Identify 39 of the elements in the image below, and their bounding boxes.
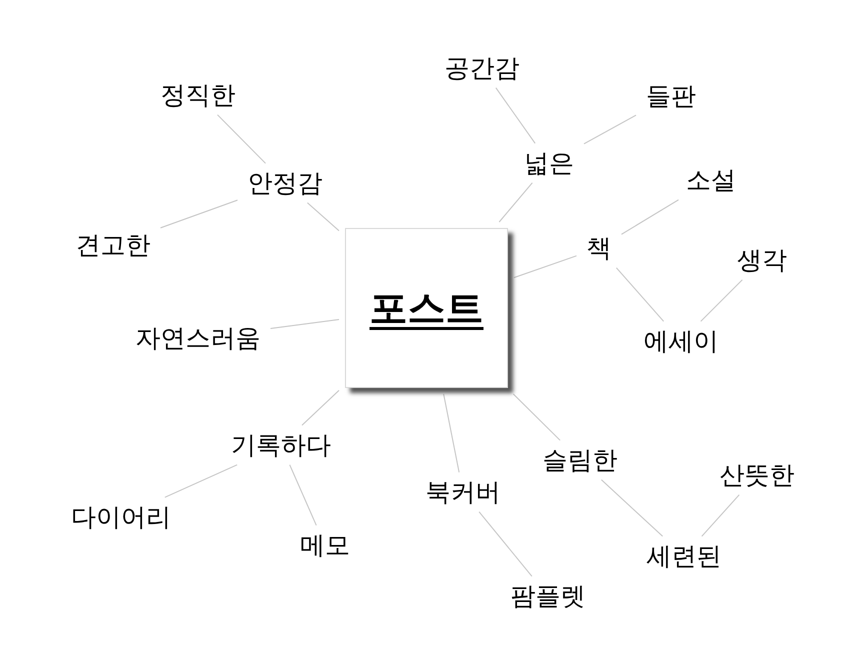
keyword-text: 메모 bbox=[292, 527, 358, 563]
connector-line bbox=[621, 199, 679, 235]
keyword-text: 안정감 bbox=[240, 165, 330, 201]
connector-line bbox=[302, 390, 340, 426]
connector-line bbox=[498, 182, 533, 222]
connector-line bbox=[701, 494, 740, 537]
keyword-text: 견고한 bbox=[68, 227, 158, 263]
keyword-text: 세련된 bbox=[638, 538, 730, 574]
keyword-text: 다이어리 bbox=[63, 499, 179, 535]
keyword-text: 공간감 bbox=[436, 50, 528, 86]
connector-line bbox=[217, 114, 266, 164]
keyword-text: 산뜻한 bbox=[712, 457, 802, 493]
keyword-text: 북커버 bbox=[418, 474, 508, 510]
keyword-text: 자연스러움 bbox=[128, 320, 268, 356]
connector-line bbox=[512, 394, 561, 441]
keyword-text: 넓은 bbox=[516, 145, 582, 181]
connector-line bbox=[495, 87, 536, 144]
connector-line bbox=[270, 319, 340, 329]
connector-line bbox=[164, 464, 238, 498]
keyword-text: 슬림한 bbox=[534, 442, 626, 478]
center-box: 포스트 bbox=[345, 228, 508, 388]
keyword-text: 팜플렛 bbox=[502, 578, 594, 614]
keyword-text: 에세이 bbox=[636, 323, 726, 359]
connector-line bbox=[600, 479, 664, 537]
connector-line bbox=[306, 202, 340, 232]
connector-line bbox=[584, 114, 636, 144]
connector-line bbox=[443, 394, 460, 473]
keyword-text: 정직한 bbox=[152, 77, 244, 113]
connector-line bbox=[478, 511, 532, 577]
keyword-text: 기록하다 bbox=[223, 427, 339, 463]
connector-line bbox=[514, 255, 577, 278]
connector-line bbox=[289, 464, 317, 526]
keyword-text: 책 bbox=[578, 230, 620, 266]
keyword-text: 들판 bbox=[638, 78, 704, 114]
keyword-text: 소설 bbox=[678, 162, 744, 198]
connector-line bbox=[616, 267, 664, 322]
connector-line bbox=[160, 200, 238, 228]
connector-line bbox=[700, 279, 743, 322]
keyword-text: 생각 bbox=[729, 242, 795, 278]
